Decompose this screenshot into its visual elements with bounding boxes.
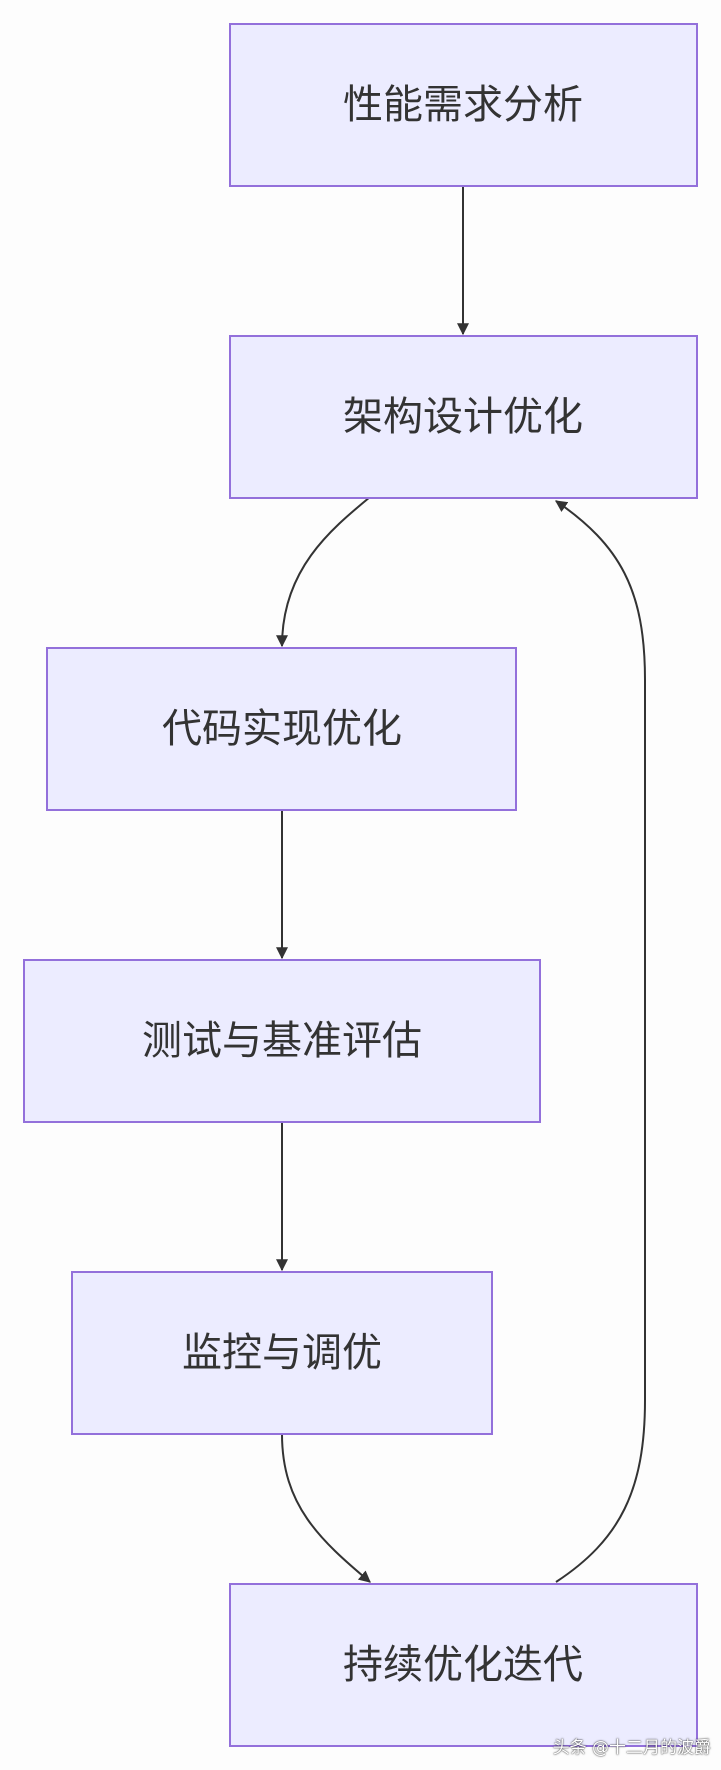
edge-architecture-to-code: [276, 496, 371, 648]
node-label-requirements: 性能需求分析: [343, 82, 583, 128]
node-monitoring: 监控与调优: [71, 1271, 493, 1435]
node-label-testing: 测试与基准评估: [142, 1018, 422, 1064]
node-label-iteration: 持续优化迭代: [343, 1642, 583, 1688]
node-testing: 测试与基准评估: [23, 959, 541, 1123]
edge-iteration-to-architecture: [555, 500, 646, 1583]
edge-monitoring-to-iteration: [281, 1433, 371, 1583]
node-label-architecture: 架构设计优化: [343, 394, 583, 440]
node-iteration: 持续优化迭代: [229, 1583, 698, 1747]
watermark: 头条 @十二月的波爵: [552, 1738, 711, 1758]
node-label-code: 代码实现优化: [162, 706, 402, 752]
node-architecture: 架构设计优化: [229, 335, 698, 499]
node-requirements: 性能需求分析: [229, 23, 698, 187]
edges: [276, 186, 646, 1583]
node-code: 代码实现优化: [46, 647, 517, 811]
node-label-monitoring: 监控与调优: [182, 1330, 382, 1376]
